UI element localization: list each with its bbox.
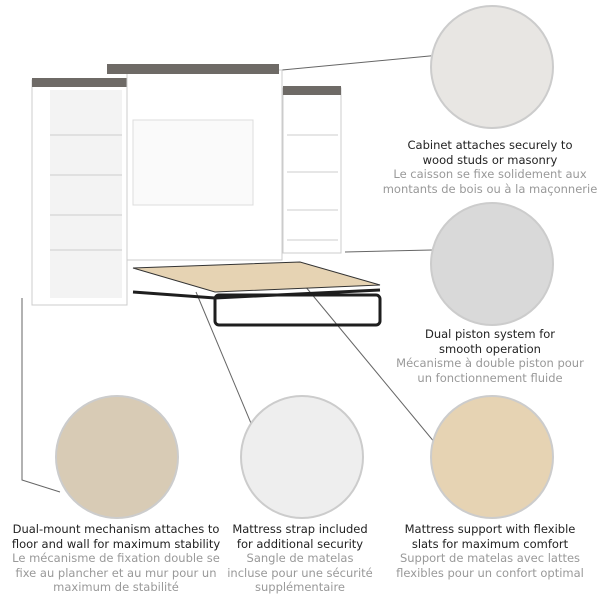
callout-lines	[21, 54, 446, 493]
caption-fr: fixe au plancher et au mur pour un	[15, 565, 217, 580]
caption-fr: incluse pour une sécurité	[227, 565, 373, 580]
slats-detail-image	[430, 395, 554, 519]
caption-fr: Le caisson se fixe solidement aux	[393, 167, 587, 181]
caption-fr: supplémentaire	[254, 580, 346, 594]
caption-en: Cabinet attaches securely to	[407, 138, 573, 152]
caption-en: Dual piston system for	[424, 327, 556, 341]
cabinet-anchor-detail-image	[430, 5, 554, 129]
feature-caption-cabinet: Cabinet attaches securely to wood studs …	[380, 138, 600, 196]
feature-caption-piston: Dual piston system for smooth operation …	[380, 327, 600, 385]
caption-en: for additional security	[236, 536, 364, 551]
caption-en: Dual-mount mechanism attaches to	[12, 522, 220, 536]
feature-caption-strap: Mattress strap included for additional s…	[190, 522, 410, 595]
caption-fr: Support de matelas avec lattes	[399, 551, 581, 565]
caption-en: floor and wall for maximum stability	[11, 536, 221, 551]
caption-en: wood studs or masonry	[422, 152, 558, 167]
caption-fr: maximum de stabilité	[53, 580, 179, 594]
caption-fr: montants de bois ou à la maçonnerie	[382, 181, 598, 196]
right-bookcase	[282, 86, 342, 254]
piston-detail-image	[430, 202, 554, 326]
center-cabinet	[107, 64, 283, 261]
caption-fr: Sangle de matelas	[246, 551, 354, 565]
caption-fr: Mécanisme à double piston pour	[396, 356, 584, 370]
caption-fr: flexibles pour un confort optimal	[396, 565, 584, 580]
mattress-strap-detail-image	[240, 395, 364, 519]
caption-en: slats for maximum comfort	[411, 536, 569, 551]
caption-en: smooth operation	[439, 341, 541, 356]
caption-en: Mattress support with flexible	[404, 522, 576, 536]
left-bookcase	[31, 78, 128, 306]
caption-fr: Le mécanisme de fixation double se	[12, 551, 220, 565]
dual-mount-detail-image	[55, 395, 179, 519]
feature-caption-slats: Mattress support with flexible slats for…	[380, 522, 600, 580]
bed-platform	[132, 261, 382, 327]
feature-caption-dual-mount: Dual-mount mechanism attaches to floor a…	[6, 522, 226, 595]
caption-en: Mattress strap included	[232, 522, 368, 536]
caption-fr: un fonctionnement fluide	[417, 370, 563, 385]
